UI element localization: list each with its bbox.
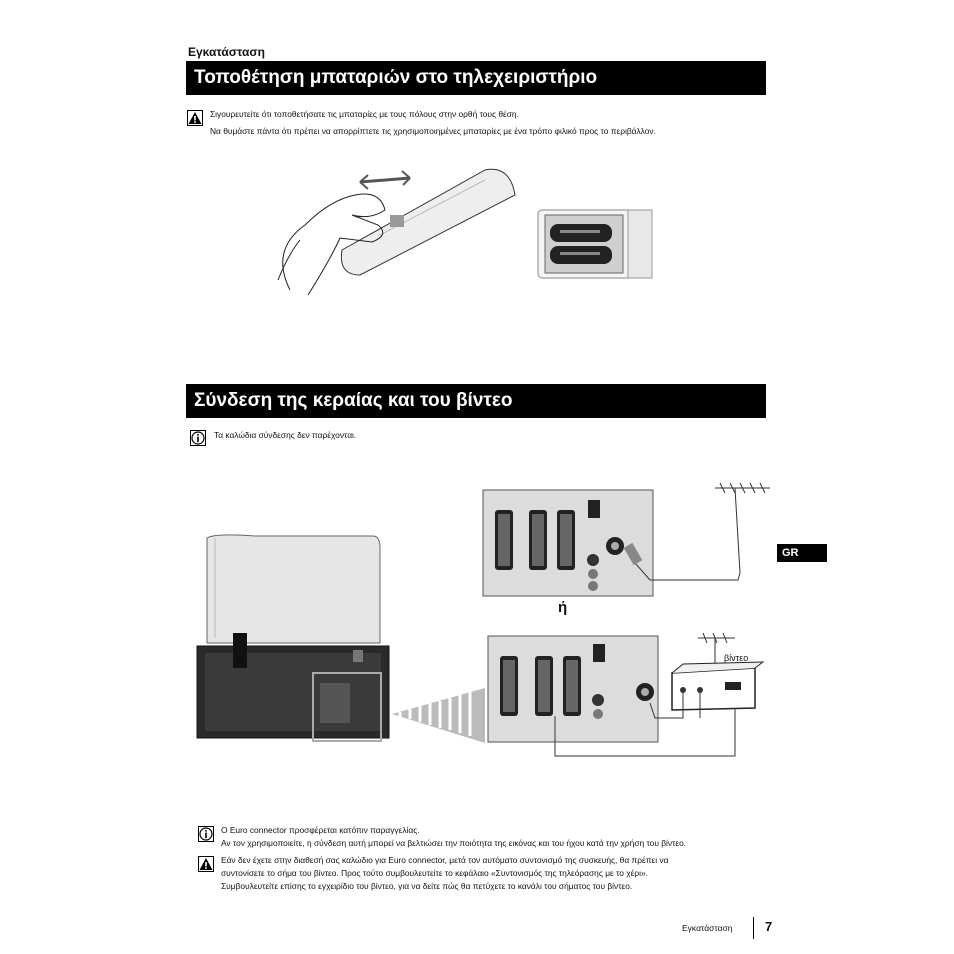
connector-panel-2 bbox=[487, 635, 659, 743]
tv-back-illustration bbox=[196, 534, 390, 742]
zoom-wedge bbox=[392, 688, 485, 743]
title-batteries: Τοποθέτηση μπαταριών στο τηλεχειριστήριο bbox=[186, 61, 766, 95]
manual-tuning-note-3: Συμβουλευτείτε επίσης το εγχειρίδιο του … bbox=[221, 881, 633, 891]
connection-diagram bbox=[196, 482, 770, 757]
title-antenna: Σύνδεση της κεραίας και του βίντεο bbox=[186, 384, 766, 418]
section-label: Εγκατάσταση bbox=[188, 45, 265, 59]
remote-battery-illustration bbox=[277, 168, 653, 296]
info-icon bbox=[198, 826, 214, 842]
vcr-illustration bbox=[554, 632, 765, 757]
warning-icon bbox=[187, 110, 203, 126]
page-number: 7 bbox=[765, 919, 773, 934]
or-label: ή bbox=[558, 599, 568, 616]
footer-section: Εγκατάσταση bbox=[682, 923, 733, 933]
manual-tuning-note-1: Εάν δεν έχετε στην διαθεσή σας καλώδιο γ… bbox=[221, 855, 669, 865]
vcr-label: βίντεο bbox=[724, 653, 749, 663]
warning-icon bbox=[198, 856, 214, 872]
footer-divider bbox=[753, 917, 754, 939]
battery-note-1: Σιγουρευτείτε ότι τοποθετήσατε τις μπατα… bbox=[210, 109, 519, 119]
antenna-1 bbox=[623, 482, 770, 581]
euro-connector-note-1: Ο Euro connector προσφέρεται κατόπιν παρ… bbox=[221, 825, 420, 835]
cables-note: Τα καλώδια σύνδεσης δεν παρέχονται. bbox=[214, 430, 357, 440]
manual-tuning-note-2: συντονίσετε το σήμα του βίντεο. Προς τού… bbox=[221, 868, 649, 878]
euro-connector-note-2: Αν τον χρησιμοποιείτε, η σύνδεση αυτή μπ… bbox=[221, 838, 687, 848]
connector-panel-1 bbox=[482, 489, 654, 597]
battery-note-2: Να θυμάστε πάντα ότι πρέπει να απορρίπτε… bbox=[210, 126, 656, 136]
info-icon bbox=[190, 430, 206, 446]
language-tab: GR bbox=[777, 544, 827, 562]
